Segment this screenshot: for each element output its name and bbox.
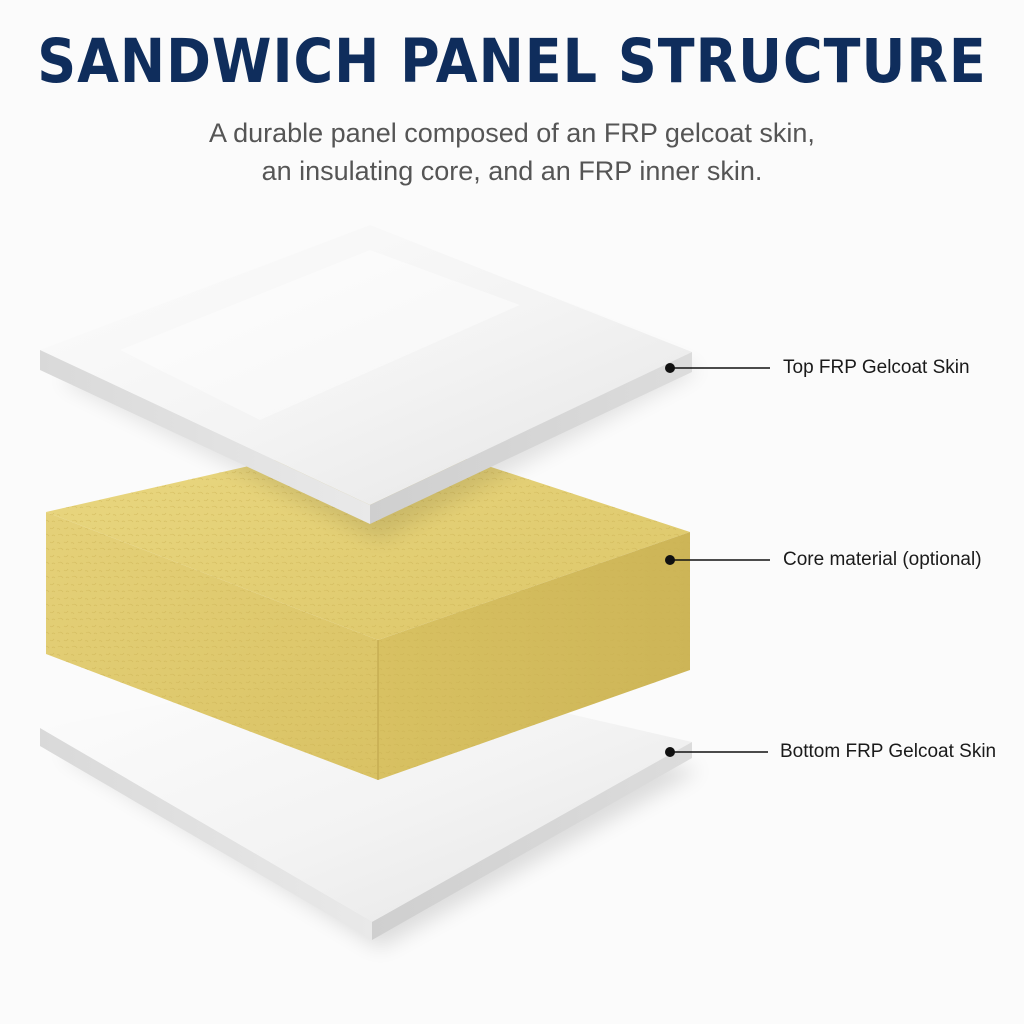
subtitle-line-2: an insulating core, and an FRP inner ski… [261,156,763,186]
top-skin [40,225,700,540]
leader-core [665,555,770,565]
label-top-skin: Top FRP Gelcoat Skin [783,357,970,378]
label-core: Core material (optional) [783,549,982,570]
leader-bottom [665,747,768,757]
bottom-skin [40,666,700,948]
subtitle-line-1: A durable panel composed of an FRP gelco… [209,118,815,148]
page-subtitle: A durable panel composed of an FRP gelco… [132,114,892,190]
label-bottom-skin: Bottom FRP Gelcoat Skin [780,741,997,762]
leader-top [665,363,770,373]
core-block [46,434,690,780]
page-title: SANDWICH PANEL STRUCTURE [37,26,987,97]
